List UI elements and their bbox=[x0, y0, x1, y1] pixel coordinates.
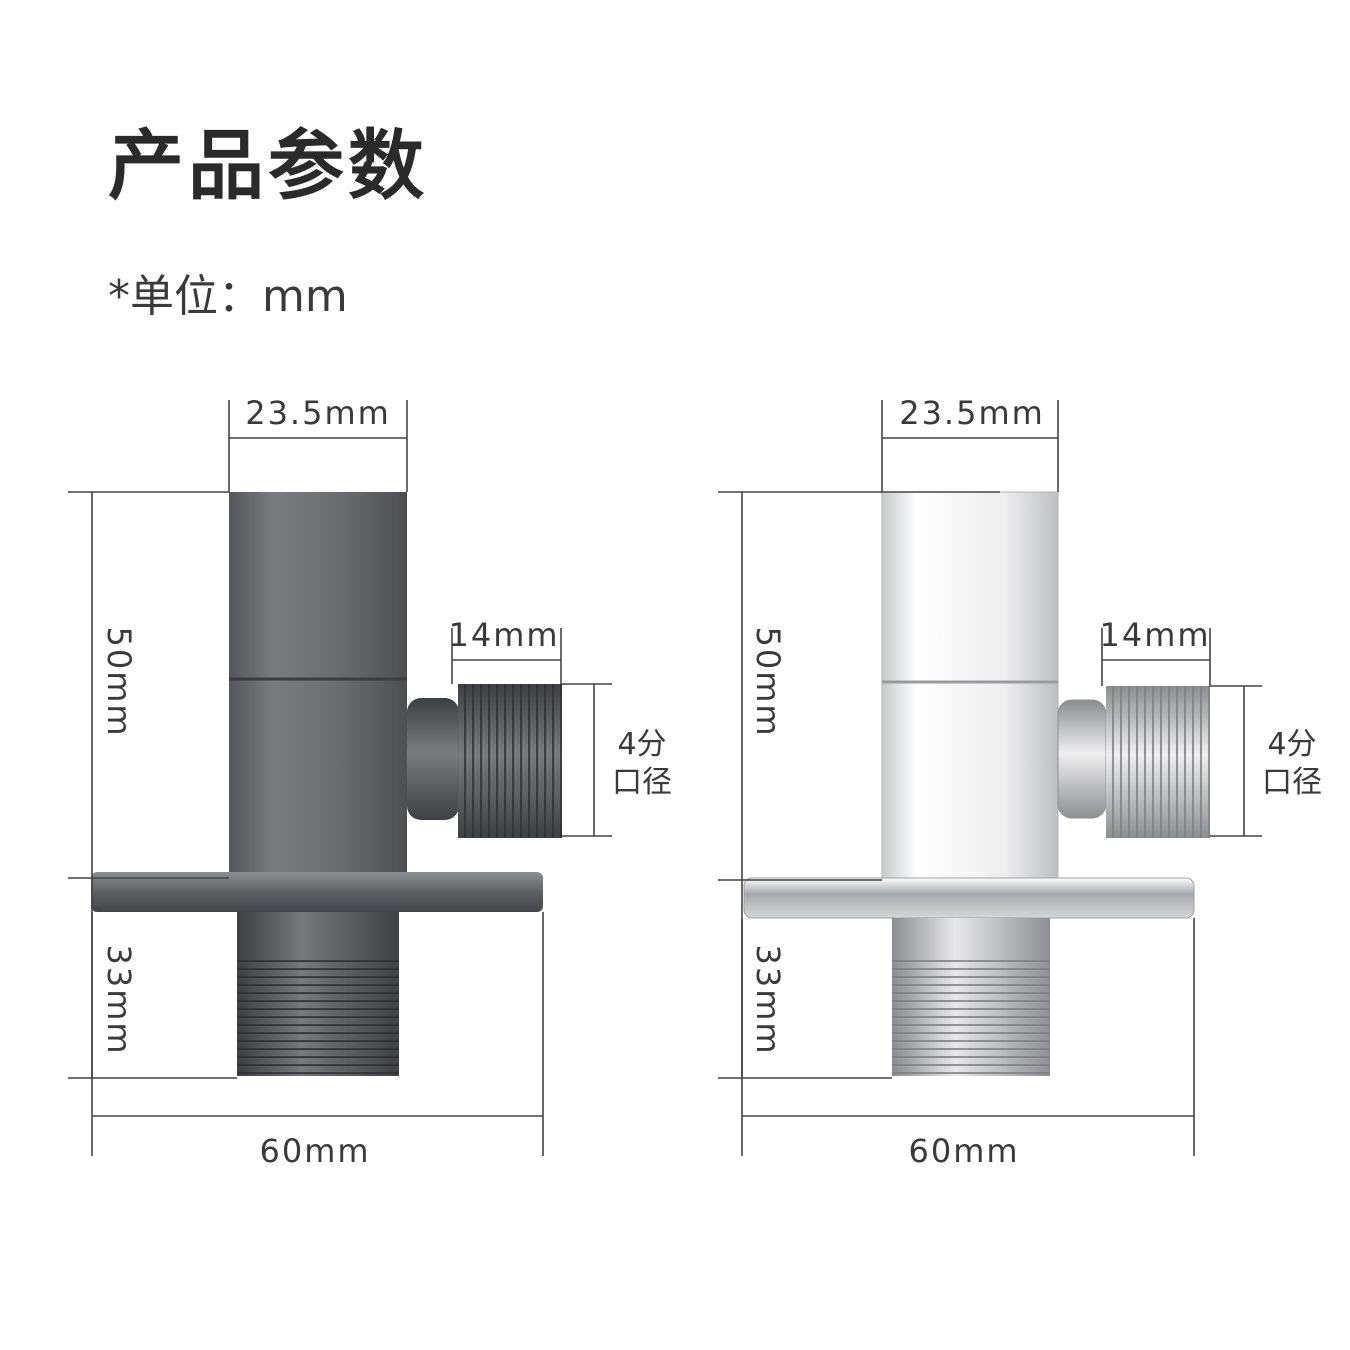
valve-chrome: 23.5mm 50mm 14mm 4分 口径 33mm bbox=[718, 394, 1322, 1170]
dim-height-label: 50mm bbox=[100, 626, 138, 737]
dim-flange-width-label: 60mm bbox=[908, 1132, 1019, 1170]
dim-outlet-length: 14mm bbox=[1099, 616, 1211, 686]
dim-height: 50mm bbox=[68, 491, 229, 879]
dim-outlet-size-label-1: 4分 bbox=[617, 727, 666, 762]
dim-top-width: 23.5mm bbox=[881, 394, 1059, 492]
outlet-neck bbox=[1057, 699, 1107, 819]
dim-outlet-size: 4分 口径 bbox=[1210, 685, 1322, 837]
outlet-neck bbox=[407, 698, 459, 820]
escutcheon-flange bbox=[743, 877, 1195, 919]
dim-outlet-size-label-2: 口径 bbox=[1262, 765, 1322, 800]
dim-flange-width: 60mm bbox=[91, 912, 544, 1170]
dim-outlet-size-label-2: 口径 bbox=[612, 765, 672, 800]
dim-bottom-height: 33mm bbox=[68, 878, 237, 1079]
dim-outlet-length: 14mm bbox=[448, 616, 562, 684]
dim-height-label: 50mm bbox=[749, 626, 787, 737]
escutcheon-flange bbox=[91, 872, 543, 912]
dim-outlet-length-label: 14mm bbox=[1099, 616, 1210, 654]
dim-flange-width: 60mm bbox=[741, 918, 1195, 1170]
dim-height: 50mm bbox=[718, 491, 1000, 881]
dim-bottom-height-label: 33mm bbox=[100, 944, 138, 1055]
page-title: 产品参数 bbox=[108, 121, 428, 210]
dim-top-width: 23.5mm bbox=[228, 394, 408, 492]
inlet-stem bbox=[892, 918, 1050, 960]
dim-top-width-label: 23.5mm bbox=[899, 394, 1045, 432]
dim-flange-width-label: 60mm bbox=[259, 1132, 370, 1170]
unit-note: *单位：mm bbox=[108, 271, 348, 322]
inlet-stem bbox=[237, 912, 399, 960]
dim-outlet-length-label: 14mm bbox=[448, 616, 559, 654]
dim-bottom-height-label: 33mm bbox=[749, 944, 787, 1055]
dim-top-width-label: 23.5mm bbox=[245, 394, 391, 432]
dim-outlet-size-label-1: 4分 bbox=[1267, 727, 1316, 762]
valve-body bbox=[229, 492, 407, 872]
dim-outlet-size: 4分 口径 bbox=[562, 683, 672, 837]
valve-gunmetal: 23.5mm 50mm 14mm 4分 口径 33mm bbox=[68, 394, 672, 1170]
valve-body bbox=[881, 491, 1059, 881]
